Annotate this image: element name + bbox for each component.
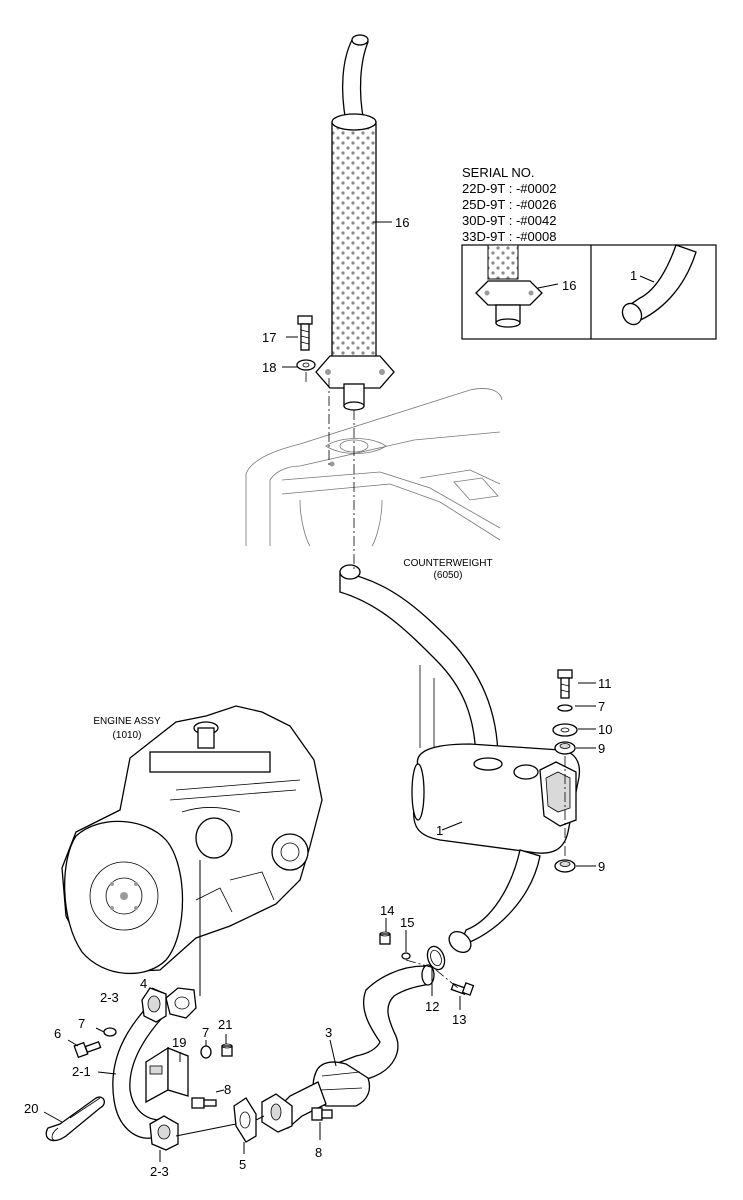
- serial-inset-box: [461, 244, 717, 340]
- washer-10: [552, 723, 578, 737]
- washer-7-upper: [557, 704, 573, 712]
- part-label: 6: [54, 1026, 61, 1041]
- clamp-12: [426, 945, 446, 971]
- inset-label-1: 1: [630, 268, 637, 283]
- muffler-assembly: [339, 564, 581, 953]
- counterweight-caption: COUNTERWEIGHT (6050): [403, 558, 492, 581]
- washer-7-left: [103, 1027, 117, 1037]
- front-pipe-2-1: [112, 987, 179, 1151]
- part-label: 3: [325, 1025, 332, 1040]
- engine-title: ENGINE ASSY: [93, 716, 161, 727]
- part-label: 2-3: [150, 1164, 169, 1179]
- part-label: 19: [172, 1035, 186, 1050]
- bolt-11: [557, 669, 573, 699]
- part-label: 15: [400, 915, 414, 930]
- bolt-6: [73, 1040, 102, 1059]
- part-label: 10: [598, 722, 612, 737]
- part-label: 8: [224, 1082, 231, 1097]
- nut-21: [221, 1043, 233, 1057]
- bolt-17: [297, 315, 313, 351]
- part-label: 16: [395, 215, 409, 230]
- counterweight-title: COUNTERWEIGHT: [403, 558, 492, 569]
- serial-line: 25D-9T : -#0026: [462, 197, 556, 212]
- engine-code: (1010): [113, 730, 142, 741]
- bolt-8-left: [191, 1097, 217, 1109]
- part-label: 21: [218, 1017, 232, 1032]
- gasket-5: [233, 1097, 257, 1143]
- part-label: 9: [598, 859, 605, 874]
- u-clamp-20: [45, 1096, 105, 1142]
- bolt-13: [450, 982, 475, 996]
- part-label: 12: [425, 999, 439, 1014]
- part-labels: 16 17 18 11 7 10 9 9 1 14 15 12 13 4 2-3…: [24, 215, 612, 1179]
- mount-9-lower: [554, 859, 576, 873]
- part-label: 13: [452, 1012, 466, 1027]
- bracket-19: [145, 1046, 189, 1104]
- part-label: 4: [140, 976, 147, 991]
- washer-7-mid: [200, 1045, 212, 1059]
- serial-line: 30D-9T : -#0042: [462, 213, 556, 228]
- part-label: 8: [315, 1145, 322, 1160]
- part-label: 2-3: [100, 990, 119, 1005]
- serial-line: 22D-9T : -#0002: [462, 181, 556, 196]
- serial-line: 33D-9T : -#0008: [462, 229, 556, 244]
- part-label: 7: [78, 1016, 85, 1031]
- part-label: 1: [436, 823, 443, 838]
- bolt-8-right: [311, 1107, 333, 1121]
- part-label: 5: [239, 1157, 246, 1172]
- part-label: 7: [202, 1025, 209, 1040]
- counterweight-outline: [245, 388, 503, 547]
- part-label: 9: [598, 741, 605, 756]
- inset-label-16: 16: [562, 278, 576, 293]
- leader-lines: [43, 221, 596, 1162]
- part-label: 7: [598, 699, 605, 714]
- part-label: 20: [24, 1101, 38, 1116]
- part-label: 14: [380, 903, 394, 918]
- gasket-4: [165, 987, 197, 1019]
- nut-14: [379, 931, 391, 945]
- engine-caption: ENGINE ASSY (1010): [93, 716, 161, 741]
- counterweight-code: (6050): [434, 570, 463, 581]
- part-label: 2-1: [72, 1064, 91, 1079]
- mount-9-upper: [554, 741, 576, 755]
- part-label: 18: [262, 360, 276, 375]
- tail-pipe-silencer: [315, 34, 395, 411]
- middle-pipe-3: [261, 964, 435, 1133]
- serial-note: SERIAL NO. 22D-9T : -#0002 25D-9T : -#00…: [462, 165, 637, 293]
- washer-18: [296, 359, 316, 371]
- serial-title: SERIAL NO.: [462, 165, 534, 180]
- part-label: 17: [262, 330, 276, 345]
- washer-15: [401, 952, 411, 960]
- engine-assembly: [61, 705, 323, 975]
- part-label: 11: [598, 676, 612, 691]
